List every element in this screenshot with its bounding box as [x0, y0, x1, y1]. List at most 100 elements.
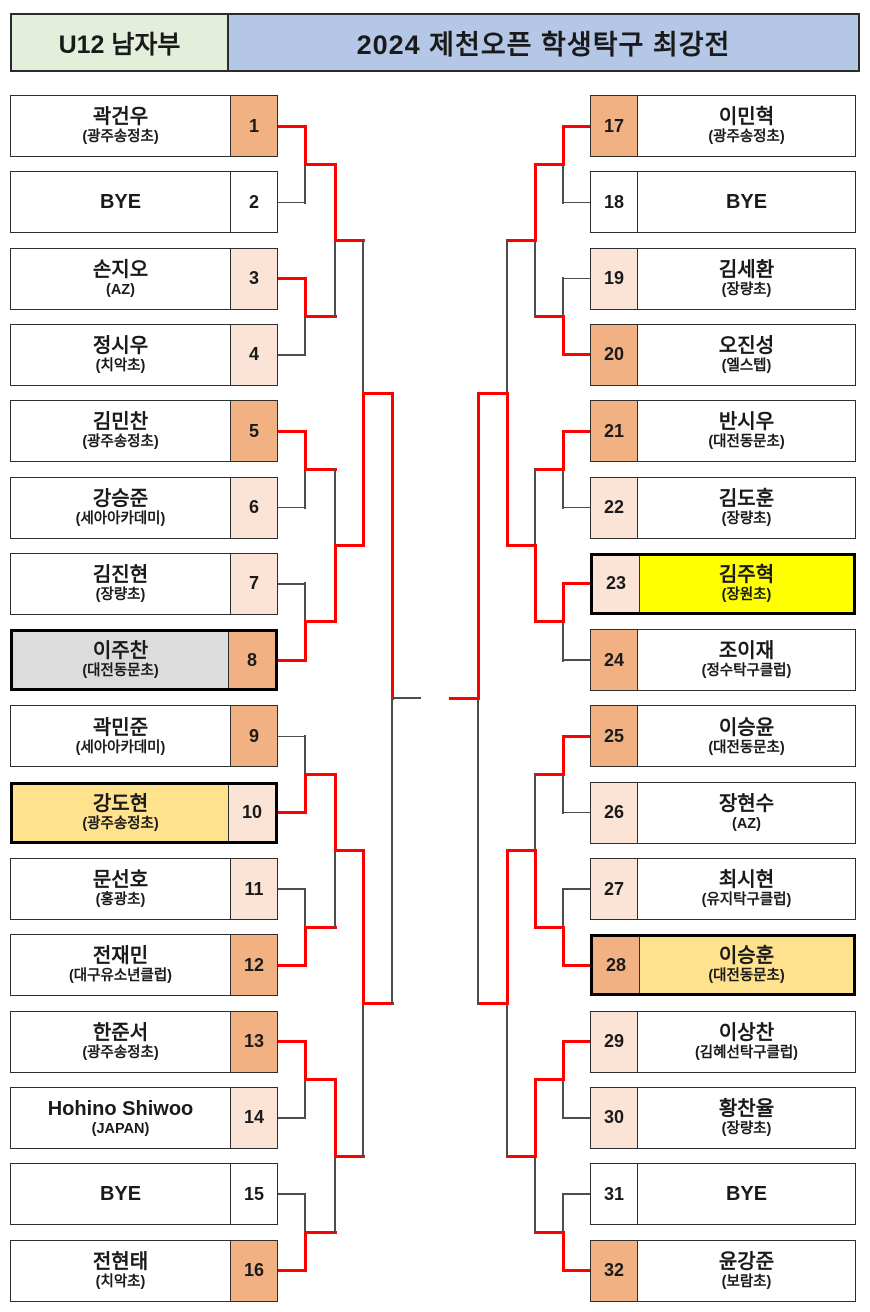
- player-club: (김혜선탁구클럽): [694, 1044, 799, 1061]
- player-name-area: 최시현(유지탁구클럽): [638, 859, 855, 919]
- player-box-24: 조이재(정수탁구클럽) 24: [590, 629, 856, 692]
- bracket-line: [562, 201, 591, 204]
- seed-number: 23: [593, 555, 640, 612]
- player-name-area: 반시우(대전동문초): [638, 401, 855, 462]
- player-name-area: 정시우(치악초): [11, 324, 230, 385]
- bracket-line: [303, 1078, 337, 1082]
- player-box-12: 전재민(대구유소년클럽)12: [10, 934, 278, 997]
- player-club: (세아아카데미): [75, 510, 166, 527]
- player-name: 정시우: [92, 335, 149, 358]
- player-box-6: 강승준(세아아카데미)6: [10, 476, 278, 539]
- bracket-line: [533, 467, 565, 471]
- seed-number: 22: [591, 477, 638, 538]
- player-box-9: 곽민준(세아아카데미)9: [10, 705, 278, 768]
- bracket-line: [277, 506, 306, 509]
- bracket-line: [561, 429, 565, 471]
- bracket-line: [562, 1192, 564, 1234]
- seed-number: 21: [591, 401, 638, 462]
- bracket-line: [561, 1230, 565, 1272]
- bracket-line: [333, 544, 365, 548]
- bracket-line: [333, 1078, 337, 1158]
- bracket-line: [333, 238, 365, 242]
- player-name: 오진성: [718, 335, 775, 358]
- bracket-line: [334, 1154, 336, 1234]
- player-name-area: 장현수(AZ): [638, 782, 855, 843]
- bracket-line: [277, 1117, 306, 1119]
- bracket-line: [333, 849, 365, 853]
- bracket-line: [533, 544, 537, 624]
- seed-number: 1: [230, 96, 277, 156]
- bracket-line: [533, 1078, 537, 1158]
- bracket-line: [505, 1154, 537, 1158]
- player-name-area: 문선호(홍광초): [11, 859, 230, 919]
- player-club: (대구유소년클럽): [68, 968, 173, 985]
- seed-number: 31: [591, 1164, 638, 1225]
- player-club: (대전동문초): [708, 739, 785, 756]
- bracket-line: [361, 849, 365, 1005]
- seed-number: 28: [593, 937, 640, 994]
- player-club: (유지탁구클럽): [701, 892, 792, 909]
- player-club: (치악초): [95, 358, 146, 375]
- bracket-line: [303, 1230, 337, 1234]
- seed-number: 14: [230, 1087, 277, 1148]
- bracket-line: [276, 811, 307, 815]
- player-name-area: 손지오(AZ): [11, 248, 230, 309]
- player-name: BYE: [725, 190, 768, 213]
- player-name: 강승준: [92, 487, 149, 510]
- player-name: BYE: [99, 190, 142, 213]
- bracket-line: [304, 1192, 306, 1234]
- bracket-line: [277, 583, 306, 585]
- bracket-line: [303, 773, 337, 777]
- player-box-2: BYE 2: [10, 171, 278, 234]
- player-name-area: 이상찬(김혜선탁구클럽): [638, 1011, 855, 1072]
- bracket-line: [277, 354, 306, 356]
- bracket-line: [505, 849, 537, 853]
- player-club: (장량초): [721, 1121, 772, 1138]
- bracket-line: [391, 696, 393, 1005]
- player-name-area: 윤강준(보람초): [638, 1240, 855, 1301]
- player-name-area: 이민혁(광주송정초): [638, 96, 855, 156]
- bracket-line: [562, 811, 591, 814]
- player-box-28: 이승훈(대전동문초)28: [590, 934, 856, 997]
- player-club: (보람초): [721, 1273, 772, 1290]
- player-club: (JAPAN): [91, 1121, 150, 1138]
- player-name-area: BYE: [638, 1164, 855, 1225]
- player-club: (정수탁구클럽): [701, 663, 792, 680]
- bracket-line: [533, 162, 537, 242]
- bracket-line: [276, 963, 307, 967]
- player-name: 김진현: [92, 563, 149, 586]
- bracket-line: [303, 467, 337, 471]
- player-box-23: 김주혁(장원초)23: [590, 552, 856, 615]
- player-box-13: 한준서(광주송정초)13: [10, 1010, 278, 1073]
- seed-number: 17: [591, 96, 638, 156]
- player-club: (광주송정초): [82, 129, 159, 146]
- player-name: 강도현: [92, 792, 149, 815]
- player-club: (홍광초): [95, 892, 146, 909]
- bracket-line: [534, 773, 536, 853]
- bracket-line: [390, 391, 394, 700]
- player-name-area: 한준서(광주송정초): [11, 1011, 230, 1072]
- bracket-line: [303, 277, 307, 319]
- bracket-line: [304, 467, 306, 509]
- bracket-line: [562, 888, 591, 890]
- seed-number: 24: [591, 630, 638, 691]
- player-name: 곽건우: [92, 106, 149, 129]
- seed-number: 2: [230, 172, 277, 233]
- player-name-area: 김도훈(장량초): [638, 477, 855, 538]
- player-name-area: 김진현(장량초): [11, 553, 230, 614]
- player-name-area: 전재민(대구유소년클럽): [11, 935, 230, 996]
- player-club: (대전동문초): [82, 663, 159, 680]
- seed-number: 11: [230, 859, 277, 919]
- player-club: (광주송정초): [82, 1044, 159, 1061]
- player-box-11: 문선호(홍광초)11: [10, 858, 278, 920]
- bracket-line: [303, 124, 307, 166]
- bracket-line: [276, 658, 307, 662]
- bracket-line: [303, 925, 307, 967]
- player-name: 조이재: [718, 640, 775, 663]
- bracket-line: [304, 887, 306, 929]
- bracket-line: [303, 773, 307, 815]
- bracket-line: [276, 277, 307, 281]
- player-name: 최시현: [718, 869, 775, 892]
- bracket-line: [562, 773, 564, 815]
